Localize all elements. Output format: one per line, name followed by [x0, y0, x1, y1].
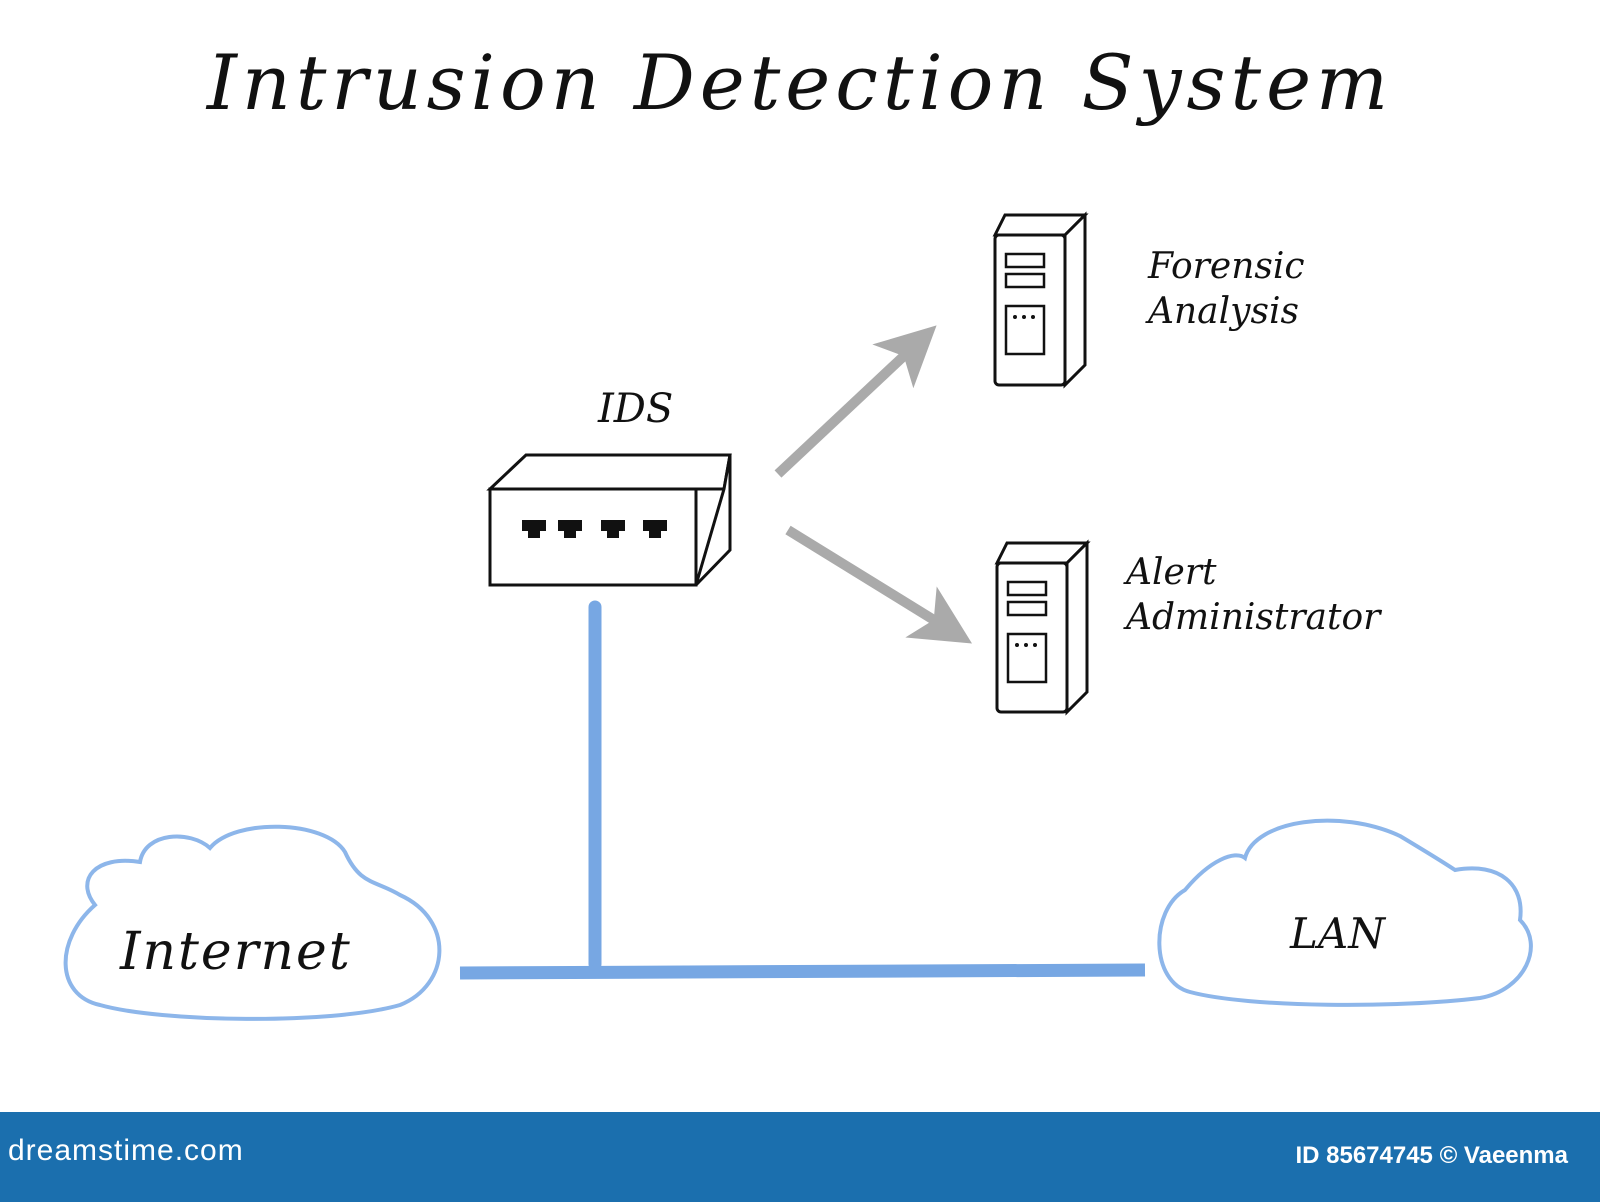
ids-label: IDS: [598, 386, 674, 432]
alert-administrator-label: Alert Administrator: [1126, 550, 1380, 640]
diagram-title: Intrusion Detection System: [206, 38, 1394, 127]
alert-label-line-2: Administrator: [1126, 597, 1381, 638]
lan-label: LAN: [1290, 909, 1385, 958]
forensic-analysis-label: Forensic Analysis: [1148, 244, 1305, 334]
internet-label: Internet: [120, 922, 352, 982]
alert-server-icon: [994, 539, 1091, 716]
arrow-to-forensic: [774, 325, 937, 478]
internet-cloud: [63, 824, 442, 1021]
footer-bar: dreamstime.com ID 85674745 © Vaeenma: [0, 1112, 1600, 1202]
alert-label-line-1: Alert: [1126, 552, 1217, 593]
forensic-label-line-2: Analysis: [1148, 291, 1299, 332]
backbone-link: [459, 963, 1146, 980]
footer-stock-id: ID 85674745 © Vaeenma: [1295, 1142, 1568, 1169]
ids-device-icon: [486, 453, 732, 587]
forensic-server-icon: [992, 211, 1089, 389]
arrow-to-alert: [785, 525, 973, 644]
forensic-label-line-1: Forensic: [1148, 246, 1305, 287]
lan-cloud: [1157, 818, 1533, 1007]
footer-brand: dreamstime.com: [8, 1134, 244, 1167]
